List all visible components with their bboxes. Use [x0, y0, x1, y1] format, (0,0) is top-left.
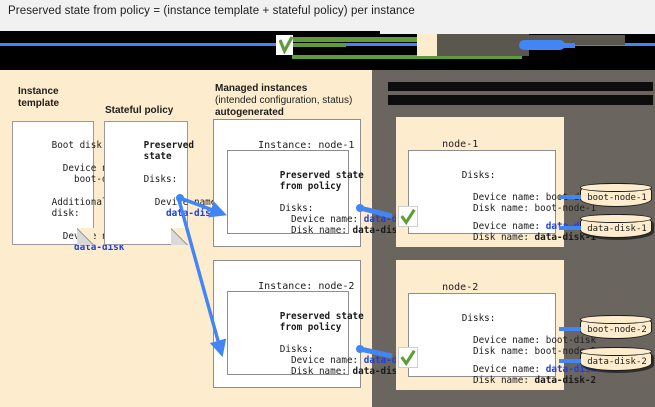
node-2-disks-box: Disks: Device name: boot-disk Disk name:… — [408, 293, 596, 386]
instance-template-card: Boot disk: Device name: boot-disk Additi… — [12, 121, 130, 253]
connector-node1-boot-disk — [559, 195, 581, 199]
node-1-data-disk-value: data-disk-1 — [534, 231, 597, 243]
band-green-bar-3 — [293, 44, 346, 47]
column-header-managed-instances-autogenerated: autogenerated — [215, 107, 284, 118]
node-card-node-2: node-2 Disks: Device name: boot-disk Dis… — [396, 260, 596, 390]
disk-cylinder-data-disk-2: data-disk-2 — [579, 346, 652, 371]
disk-cylinder-data-disk-1: data-disk-1 — [579, 213, 652, 238]
column-header-instance-template: Instance template — [18, 86, 60, 109]
node-2-data-disk-label: Disk name: — [461, 374, 535, 386]
preserved-state-box-node-1: Preserved state from policy Disks: Devic… — [227, 150, 414, 236]
instance-2-disks-label: Disks: — [279, 343, 314, 355]
green-check-icon — [400, 208, 416, 226]
source-dot-instance-node-1 — [356, 204, 364, 212]
stateful-policy-card: Preserved state Disks: Device name: data… — [104, 121, 222, 245]
disk-label-data-disk-1: data-disk-1 — [587, 224, 647, 234]
instance-2-device-value: data-disk — [363, 354, 415, 366]
it-data-disk-value: data-disk — [51, 241, 125, 253]
node-2-data-device-label: Device name: — [461, 363, 546, 375]
it-line6: Additional — [51, 196, 108, 208]
redaction-bar-2 — [388, 95, 653, 105]
node-2-boot-device: Device name: boot-disk — [461, 334, 597, 346]
instance-1-disk-value: data-disk-1 — [352, 224, 415, 236]
connector-node2-boot-disk — [559, 327, 581, 331]
node-1-name: node-1 — [442, 138, 479, 150]
disk-cylinder-boot-node-1: boot-node-1 — [579, 182, 652, 207]
band-beige-block — [417, 34, 437, 56]
it-line7: disk: — [51, 207, 80, 219]
disk-lid — [579, 346, 652, 356]
node-2-disks-label: Disks: — [461, 312, 496, 324]
instance-1-disk-label: Disk name: — [279, 224, 353, 236]
node-2-data-device-value: data-disk — [545, 363, 597, 375]
instance-2-device-label: Device name: — [279, 354, 364, 366]
node-2-name: node-2 — [442, 281, 479, 293]
instance-1-preserved-1: Preserved state — [279, 169, 364, 181]
preserved-state-box-node-2: Preserved state from policy Disks: Devic… — [227, 291, 414, 377]
page-fold-corner-icon — [171, 228, 188, 245]
page-fold-corner-icon — [77, 228, 94, 245]
page-title: Preserved state from policy = (instance … — [8, 5, 415, 17]
disk-label-boot-node-1: boot-node-1 — [587, 193, 647, 203]
band-gray-block-2 — [529, 35, 625, 45]
node-1-data-disk-label: Disk name: — [461, 231, 535, 243]
instance-2-disk-label: Disk name: — [279, 365, 353, 377]
band-green-bar-2 — [292, 55, 522, 59]
green-check-icon — [400, 349, 416, 367]
connector-node1-data-disk — [559, 226, 581, 230]
collapsed-banner-band — [0, 31, 655, 70]
instance-2-preserved-1: Preserved state — [279, 310, 364, 322]
connector-node2-data-disk — [559, 359, 581, 363]
instance-2-disk-value: data-disk-2 — [352, 365, 415, 377]
disk-lid — [579, 314, 652, 324]
instance-1-device-label: Device name: — [279, 213, 364, 225]
node-2-data-disk-value: data-disk-2 — [534, 374, 597, 386]
node-1-boot-disk: Disk name: boot-node-1 — [461, 202, 597, 214]
status-badge-node-2 — [398, 347, 418, 368]
source-dot-stateful-policy — [176, 194, 184, 202]
disk-lid — [579, 213, 652, 223]
instance-1-header: Instance: node-1 — [258, 139, 355, 151]
node-2-boot-disk: Disk name: boot-node-2 — [461, 345, 597, 357]
band-top-gap — [380, 31, 655, 34]
instance-1-preserved-2: from policy — [279, 180, 342, 192]
instance-2-header: Instance: node-2 — [258, 280, 355, 292]
disk-cylinder-boot-node-2: boot-node-2 — [579, 314, 652, 339]
instance-1-disks-label: Disks: — [279, 202, 314, 214]
band-green-check-icon — [279, 36, 293, 54]
disk-lid — [579, 182, 652, 192]
node-1-disks-box: Disks: Device name: boot-disk Disk name:… — [408, 150, 596, 243]
disk-label-boot-node-2: boot-node-2 — [587, 325, 647, 335]
node-1-data-device-label: Device name: — [461, 220, 546, 232]
sp-heading-2: state — [143, 150, 172, 162]
column-header-managed-instances: Managed instances — [215, 83, 308, 94]
band-blue-blob — [519, 40, 565, 50]
it-line1: Boot disk: — [51, 139, 108, 151]
managed-instance-card-node-2: Instance: node-2 Preserved state from po… — [213, 260, 414, 388]
instance-1-device-value: data-disk — [363, 213, 415, 225]
status-badge-node-1 — [398, 206, 418, 227]
sp-device-name-value: data-disk — [143, 207, 217, 219]
node-1-disks-label: Disks: — [461, 169, 496, 181]
column-header-stateful-policy: Stateful policy — [105, 105, 174, 116]
node-card-node-1: node-1 Disks: Device name: boot-disk Dis… — [396, 117, 596, 247]
redaction-bar-1 — [388, 82, 653, 91]
sp-heading-1: Preserved — [143, 139, 194, 151]
managed-instance-card-node-1: Instance: node-1 Preserved state from po… — [213, 119, 414, 247]
source-dot-instance-node-2 — [356, 345, 364, 353]
sp-disks-label: Disks: — [143, 173, 178, 185]
column-header-managed-instances-sub: (intended configuration, status) — [215, 95, 353, 106]
band-blue-blob-2 — [551, 43, 575, 48]
disk-label-data-disk-2: data-disk-2 — [587, 357, 647, 367]
instance-2-preserved-2: from policy — [279, 321, 342, 333]
band-green-bar-1 — [291, 37, 417, 42]
band-gray-block — [437, 34, 529, 56]
it-line4: boot-disk — [51, 173, 125, 185]
